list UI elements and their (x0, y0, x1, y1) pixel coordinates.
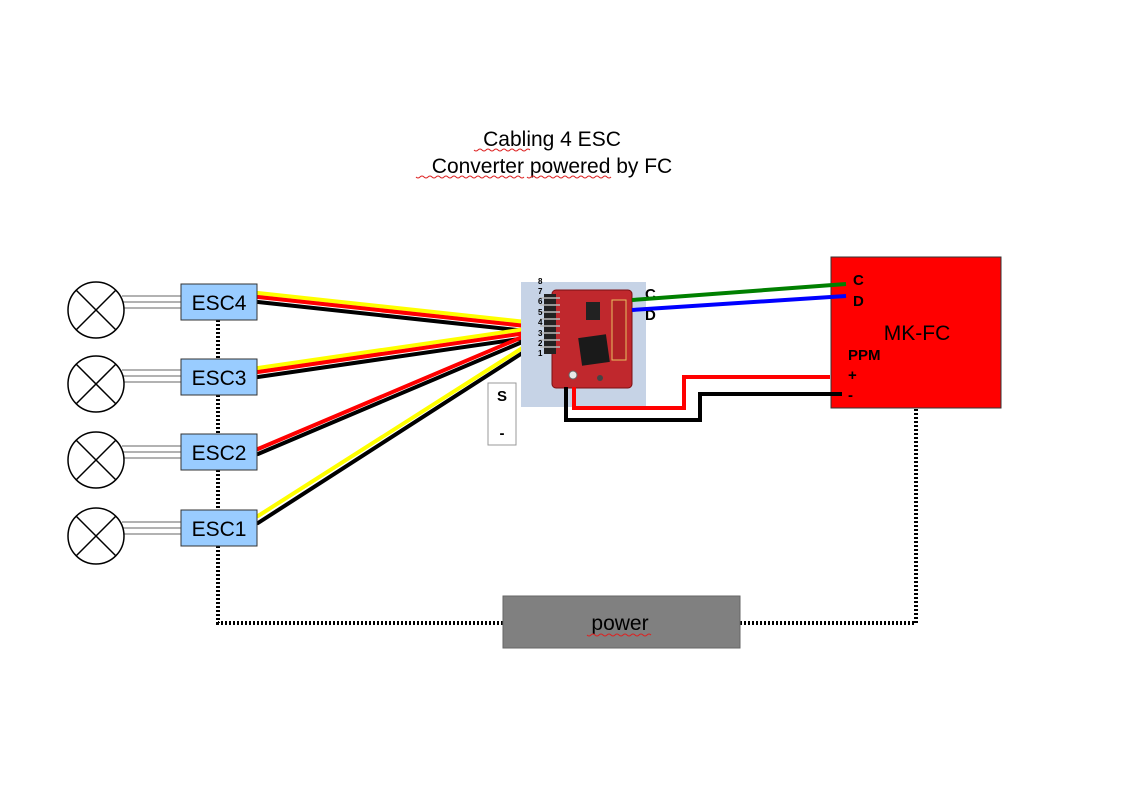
board-pads (611, 299, 627, 361)
pin-number: 5 (538, 308, 543, 317)
motor-icon (67, 281, 182, 339)
power-label: power (591, 612, 648, 635)
board-led (568, 370, 578, 380)
esc4-box (180, 283, 258, 321)
pin-number: 4 (538, 318, 543, 327)
esc1-box (180, 509, 258, 547)
converter-label-d: D (645, 307, 656, 324)
esc-group: ESC4 ESC3 ESC2 ESC1 (180, 283, 258, 547)
esc1-label: ESC1 (192, 518, 247, 541)
board-mcu (578, 334, 610, 366)
power-supply: power (502, 595, 741, 649)
fc-pin-plus: + (848, 367, 857, 384)
esc3-label: ESC3 (192, 367, 247, 390)
fc-wires (564, 282, 847, 422)
esc4-label: ESC4 (192, 292, 247, 315)
fc-pin-ppm: PPM (848, 347, 881, 364)
converter-label-c: C (645, 286, 656, 303)
side-connector-minus: - (500, 425, 505, 442)
spellcheck-underline (473, 148, 531, 152)
fc-pin-d: D (853, 293, 864, 310)
title-line-1: Cabling 4 ESC (483, 128, 621, 151)
board-component (597, 375, 603, 381)
board-chip (586, 302, 600, 320)
esc-wires (256, 291, 529, 525)
fc-pin-minus: - (848, 387, 853, 404)
flight-controller: MK-FC C D PPM + - (830, 256, 1002, 409)
pin-header (540, 294, 560, 354)
spellcheck-underline (586, 633, 652, 637)
side-connector: S - (487, 382, 517, 446)
power-box (502, 595, 741, 649)
fc-label: MK-FC (884, 322, 951, 345)
pin-number: 6 (538, 297, 543, 306)
pin-number: 3 (538, 329, 543, 338)
esc2-box (180, 433, 258, 471)
pin-number: 8 (538, 277, 543, 286)
plus-wire (572, 375, 830, 410)
esc3-box (180, 358, 258, 396)
pin-number: 7 (538, 287, 543, 296)
motors (67, 281, 182, 565)
converter-board: 8 7 6 5 4 3 2 1 C D (521, 277, 656, 407)
motor-icon (67, 507, 182, 565)
minus-wire (564, 387, 842, 422)
fc-pin-c: C (853, 272, 864, 289)
motor-icon (67, 355, 182, 413)
side-connector-s: S (497, 388, 507, 405)
clock-wire (631, 282, 847, 302)
pin-number: 2 (538, 339, 543, 348)
esc2-label: ESC2 (192, 442, 247, 465)
fc-box (830, 256, 1002, 409)
power-bus (216, 320, 918, 625)
spellcheck-underline (415, 175, 525, 179)
title-line-2: Converter powered by FC (432, 155, 672, 178)
motor-icon (67, 431, 182, 489)
data-wire (631, 294, 847, 312)
pin-number: 1 (538, 349, 543, 358)
spellcheck-underline (526, 175, 612, 179)
